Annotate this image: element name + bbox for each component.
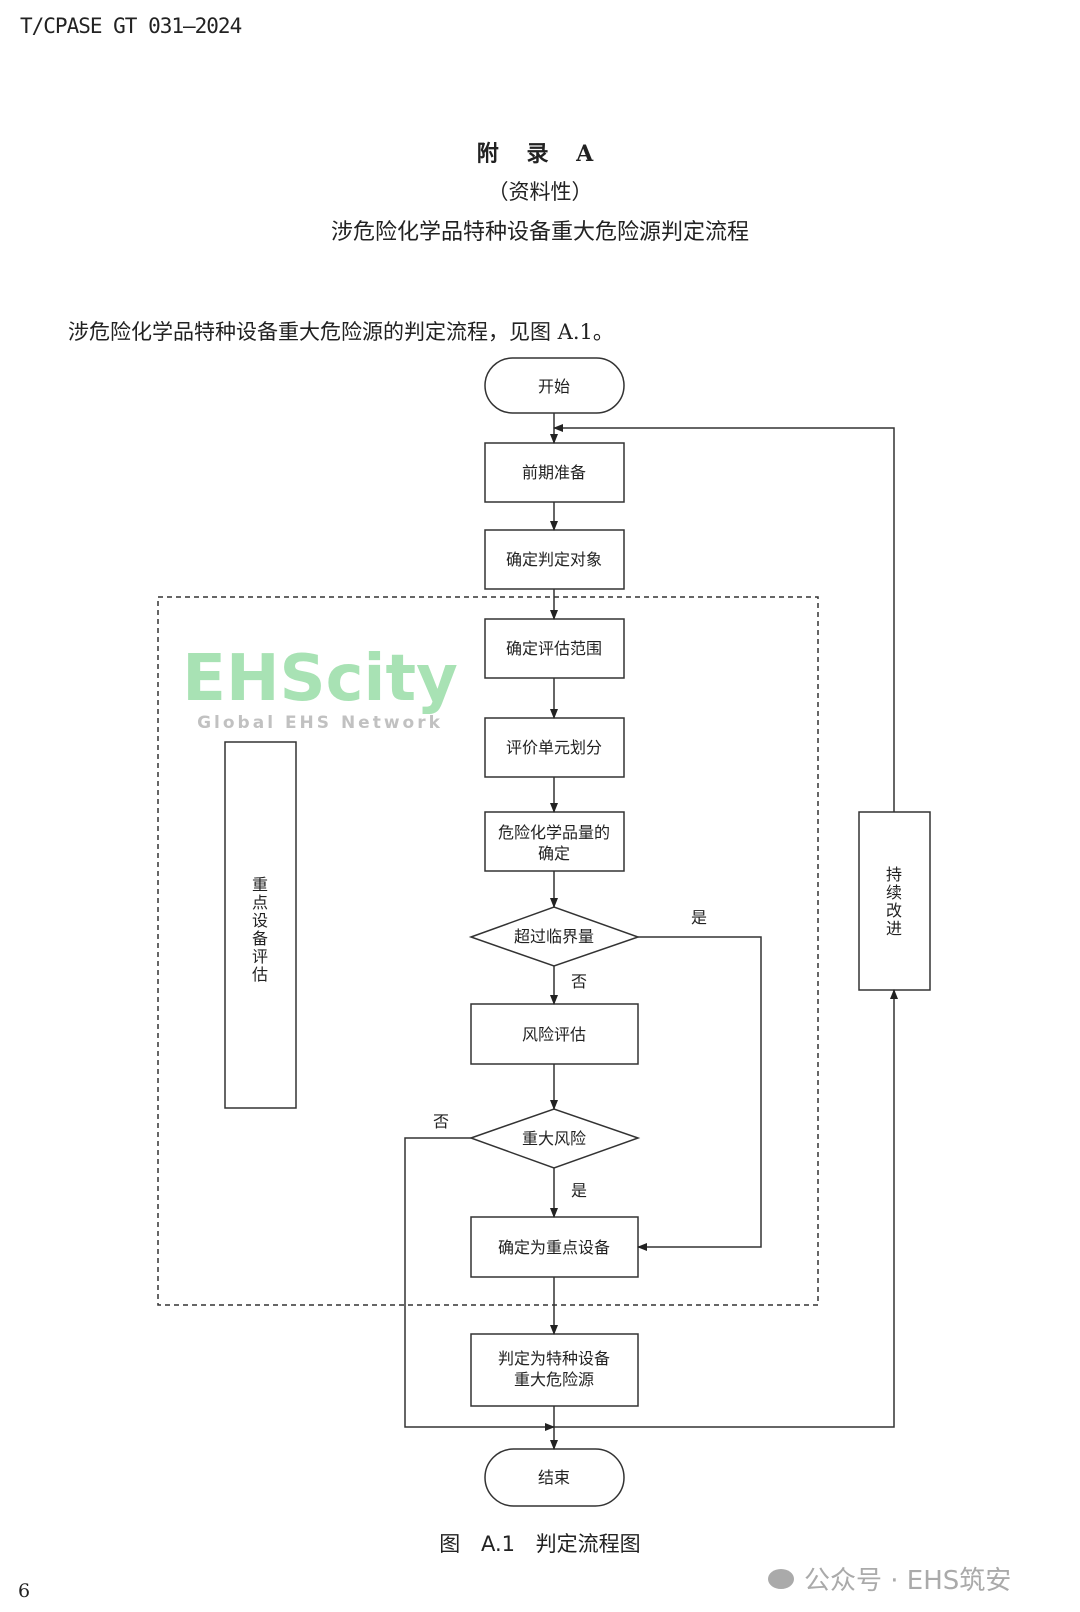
feedback-label-char: 改 [886,901,902,920]
feedback-label-char: 持 [886,865,902,884]
step-preparation-label: 前期准备 [522,463,586,482]
footer-watermark-text: 公众号 · EHS筑安 [804,1566,1012,1596]
step-chemical-quantity-label: 危险化学品量的 [498,823,610,842]
group-label-char: 估 [252,965,268,984]
ehscity-watermark-sub: Global EHS Network [197,713,443,733]
step-major-hazard-label-2: 重大危险源 [514,1370,594,1389]
figure-caption: 图 A.1 判定流程图 [439,1532,641,1556]
standard-number: T/CPASE GT 031—2024 [20,14,242,38]
step-major-hazard-label: 判定为特种设备 [498,1349,610,1368]
ehscity-watermark: EHScity [182,642,458,716]
group-label-char: 重 [252,875,268,894]
feedback-label-char: 进 [886,919,902,938]
intro-paragraph: 涉危险化学品特种设备重大危险源的判定流程，见图 A.1。 [68,320,614,344]
page-number: 6 [18,1580,31,1602]
step-chemical-quantity-label-2: 确定 [538,844,570,863]
group-label-box [224,741,297,1109]
appendix-label: 附 录 A [476,141,604,167]
group-label-char: 评 [252,947,268,966]
decision-exceeds-threshold-label: 超过临界量 [514,927,594,946]
decision1-yes-label: 是 [691,908,707,927]
decision-major-risk-label: 重大风险 [522,1129,586,1148]
end-label: 结束 [538,1468,570,1487]
decision2-no-label: 否 [433,1112,449,1131]
start-label: 开始 [538,377,570,396]
group-label-char: 设 [252,911,268,930]
group-label-char: 点 [252,893,268,912]
step-determine-object-label: 确定判定对象 [506,550,602,569]
wechat-icon [768,1568,794,1589]
decision-major-risk [468,1108,641,1169]
feedback-label-char: 续 [886,883,902,902]
group-label-char: 备 [252,929,268,948]
decision1-no-label: 否 [571,972,587,991]
step-evaluation-scope-label: 确定评估范围 [506,639,602,658]
step-key-equipment-label: 确定为重点设备 [498,1238,610,1257]
step-unit-division-label: 评价单元划分 [506,738,602,757]
footer-watermark: 公众号 · EHS筑安 [768,1560,1011,1597]
appendix-nature: （资料性） [487,180,593,204]
appendix-title: 涉危险化学品特种设备重大危险源判定流程 [330,220,749,245]
decision2-yes-label: 是 [571,1181,587,1200]
step-risk-assessment-label: 风险评估 [522,1025,586,1044]
